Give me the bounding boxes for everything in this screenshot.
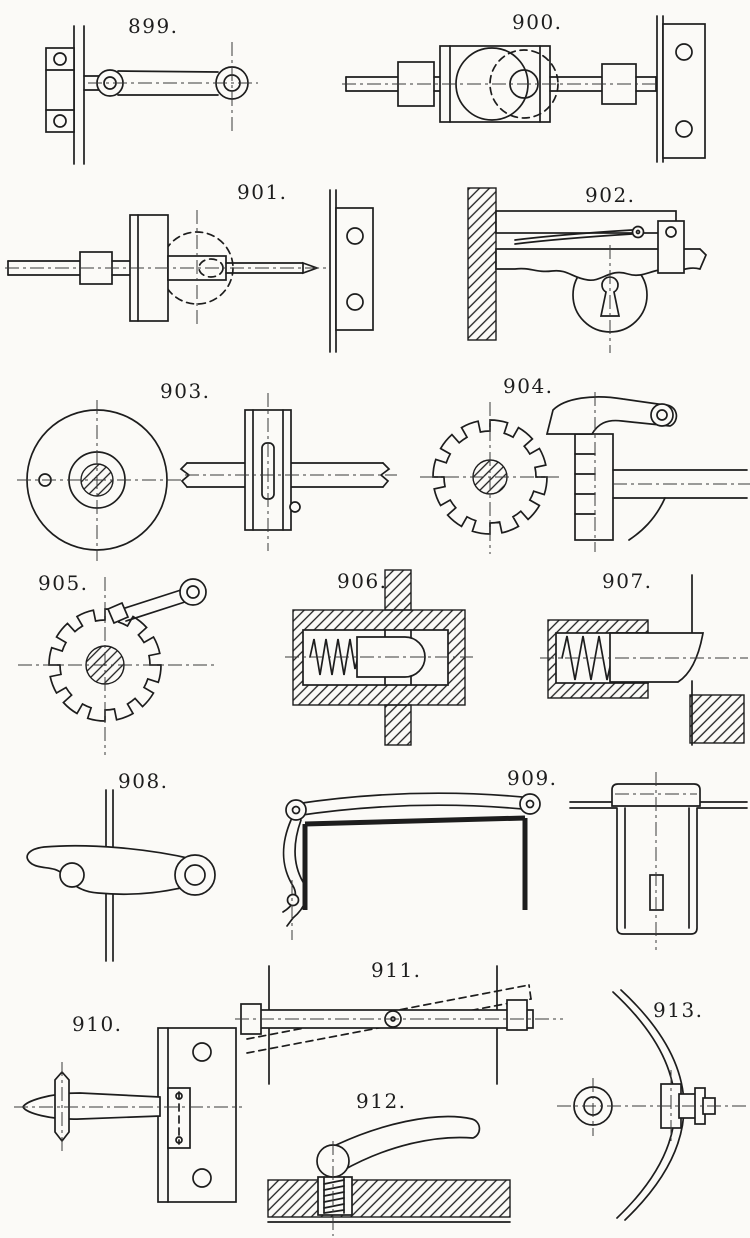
figure-905-drawing — [18, 577, 215, 755]
figure-911-label: 911. — [371, 958, 422, 982]
figure-912-drawing — [267, 1115, 511, 1236]
figure-902-drawing — [467, 187, 708, 353]
figure-904: 904. — [415, 372, 750, 567]
figure-901-drawing — [5, 189, 374, 353]
figure-906-label: 906. — [337, 569, 388, 593]
figure-911: 911. — [235, 958, 565, 1090]
figure-899: 899. — [10, 10, 260, 170]
figure-905-label: 905. — [38, 571, 89, 595]
figure-911-drawing — [235, 965, 563, 1085]
figure-902: 902. — [460, 183, 750, 358]
figure-908-label: 908. — [118, 769, 169, 793]
figure-904-label: 904. — [503, 374, 554, 398]
figure-913-drawing — [557, 989, 747, 1221]
figure-900: 900. — [340, 8, 745, 168]
figure-909: 909. — [265, 760, 750, 960]
figure-910: 910. — [10, 1000, 245, 1215]
figure-903-label: 903. — [160, 379, 211, 403]
figure-899-label: 899. — [128, 14, 179, 38]
figure-907-label: 907. — [602, 569, 653, 593]
figure-910-label: 910. — [72, 1012, 123, 1036]
figure-904-drawing — [420, 392, 750, 554]
figure-907-drawing — [540, 574, 748, 746]
figure-912-label: 912. — [356, 1089, 407, 1113]
figure-905: 905. — [10, 565, 225, 765]
figure-909-label: 909. — [507, 766, 558, 790]
figure-913: 913. — [555, 980, 750, 1230]
figure-906: 906. — [285, 565, 475, 750]
figure-900-label: 900. — [512, 10, 563, 34]
figure-908: 908. — [10, 765, 235, 965]
figure-901-label: 901. — [237, 180, 288, 204]
figure-901: 901. — [5, 180, 375, 360]
figure-910-drawing — [14, 1027, 242, 1203]
figure-900-drawing — [342, 15, 706, 163]
figure-908-drawing — [26, 789, 216, 962]
figure-903: 903. — [15, 375, 400, 565]
figure-906-drawing — [285, 569, 473, 746]
figure-913-label: 913. — [653, 998, 704, 1022]
figure-909-drawing — [282, 772, 748, 950]
figure-903-drawing — [17, 393, 397, 561]
figure-912: 912. — [260, 1085, 525, 1238]
figure-899-drawing — [45, 25, 258, 165]
figure-907: 907. — [540, 565, 750, 750]
figure-902-label: 902. — [585, 183, 636, 207]
